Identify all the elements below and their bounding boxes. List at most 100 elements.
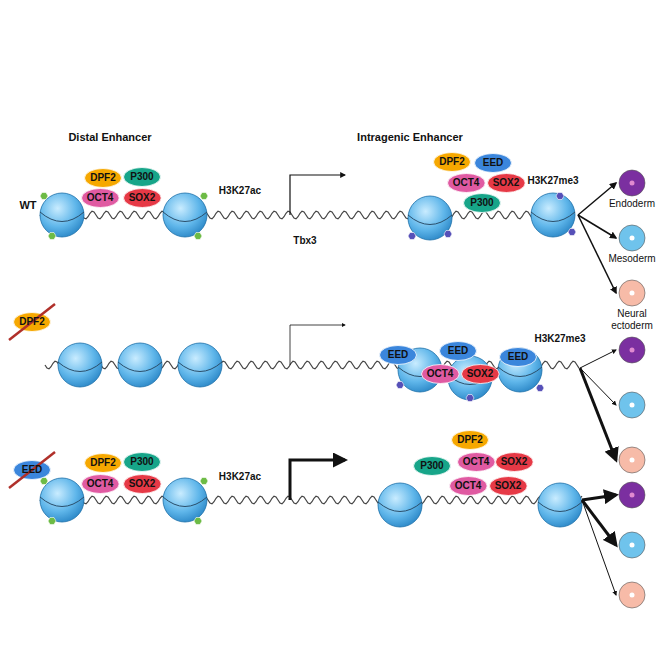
oval [452,431,489,450]
protein-oval: SOX2 [461,364,500,384]
histone-mark [396,382,404,389]
dna-strand [40,496,582,504]
protein-oval: DPF2 [84,453,122,473]
protein-name: OCT4 [463,457,490,467]
protein-name: P300 [130,172,153,182]
histone-mark [556,193,564,200]
protein-name: P300 [470,198,493,208]
oval [475,154,512,173]
node-shape [619,280,645,306]
cell-circle [619,582,645,608]
cell-label: Endoderm [603,198,661,210]
protein-oval: DPF2 [451,430,489,450]
histone-mark [200,193,208,200]
cell-label: Mesoderm [603,253,661,265]
fate-arrow [580,368,616,405]
cell-type: Neural ectoderm [619,280,645,306]
dna-wrap [178,362,222,372]
protein-oval: OCT4 [81,474,120,494]
dna-wrap [498,367,542,377]
histone-mark [48,233,56,240]
knockout-protein: EED [13,460,51,480]
histone-mark [408,233,416,240]
histone-mark [48,518,56,525]
cell-nucleus [630,458,635,463]
histone-mark [194,518,202,525]
protein-name: SOX2 [129,193,156,203]
dna-strand [40,211,574,219]
oval [123,189,161,208]
dna-wrap [408,215,452,225]
cell-label: Neural ectoderm [603,308,661,331]
cell-circle [619,170,645,196]
oval [81,475,119,494]
annotation: H3K27me3 [527,175,578,186]
cell-circle [619,337,645,363]
oval [449,477,487,496]
nucleosome [40,193,84,237]
oval [495,453,533,472]
protein-oval: SOX2 [495,452,534,472]
protein-oval: EED [499,347,537,367]
annotation: H3K27ac [219,185,261,196]
protein-oval: EED [379,345,417,365]
oval [124,168,161,187]
oval [489,477,527,496]
promoter-arrow [290,325,345,365]
oval [487,174,525,193]
nucleosome [408,196,452,240]
annotation: H3K27me3 [534,333,585,344]
nucleosome [40,478,84,522]
cell-circle [619,392,645,418]
histone-mark [444,231,452,238]
protein-name: SOX2 [495,481,522,491]
histone-mark [40,193,48,200]
dna-wrap [163,212,207,222]
protein-oval: P300 [413,456,451,476]
protein-oval: DPF2 [433,152,471,172]
protein-name: EED [483,158,504,168]
annotation: Tbx3 [293,235,316,246]
protein-name: SOX2 [129,479,156,489]
protein-name: EED [508,352,529,362]
cell-type: Mesoderm [619,225,645,251]
cell-nucleus [630,493,635,498]
oval [461,365,499,384]
oval [85,454,122,473]
cell-circle [619,447,645,473]
protein-oval: OCT4 [81,188,120,208]
protein-name: EED [388,350,409,360]
column-heading: Distal Enhancer [68,131,151,143]
oval [14,313,51,332]
cell-nucleus [630,181,635,186]
protein-oval: SOX2 [489,476,528,496]
cell-nucleus [630,543,635,548]
dna-wrap [58,362,102,372]
row-label: WT [19,199,36,211]
protein-oval: OCT4 [421,364,460,384]
cell-circle [619,225,645,251]
cell-nucleus [630,291,635,296]
protein-oval: P300 [123,452,161,472]
oval [434,153,471,172]
nucleosome [163,478,207,522]
histone-mark [568,229,576,236]
cell-circle [619,532,645,558]
dna-wrap [40,497,84,507]
protein-oval: OCT4 [457,452,496,472]
knockout-slash [9,304,55,340]
dna-wrap [118,362,162,372]
fate-arrow [580,350,616,368]
dna-wrap [378,502,422,512]
protein-name: DPF2 [90,173,116,183]
cell-nucleus [630,593,635,598]
cell-nucleus [630,236,635,241]
protein-name: EED [448,346,469,356]
protein-oval: OCT4 [449,476,488,496]
nucleosome [163,193,207,237]
protein-name: SOX2 [493,178,520,188]
protein-oval: SOX2 [123,188,162,208]
oval [447,174,485,193]
nucleosome [58,343,102,387]
oval [14,461,51,480]
